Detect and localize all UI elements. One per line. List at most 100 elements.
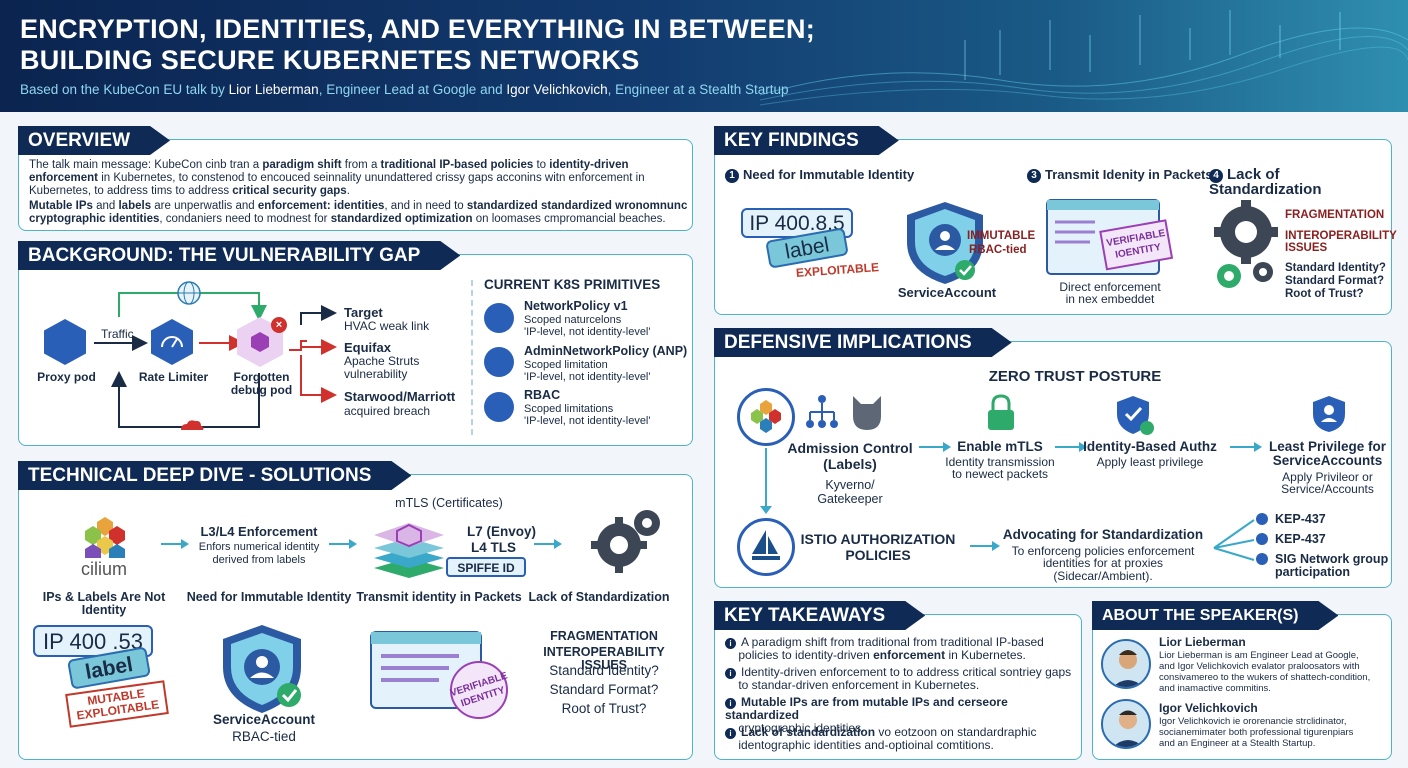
- proxy-pod-label: Proxy pod: [37, 370, 96, 384]
- hexagon-cluster-icon: [751, 400, 781, 433]
- prim-3-title: RBAC: [524, 388, 561, 402]
- prim-2-desc: Scoped limitation: [524, 359, 608, 371]
- speaker-2-bio-2: socianemimater both professional tiguren…: [1159, 727, 1354, 738]
- arrow: [329, 539, 357, 549]
- target-title: Target: [344, 305, 383, 320]
- kep-label-2: KEP-437: [1275, 532, 1326, 546]
- prim-3-desc: Scoped limitations: [524, 403, 614, 415]
- speaker-1-bio-4: and inamactive commitins.: [1159, 683, 1271, 694]
- forgotten-debug-pod-label: Forgotten debug pod: [230, 370, 293, 397]
- connector-arrowhead-icon: [760, 506, 772, 514]
- defensive-title: DEFENSIVE IMPLICATIONS: [714, 328, 1012, 357]
- l7-label: L7 (Envoy): [467, 524, 537, 539]
- enable-mtls-title: Enable mTLS: [957, 439, 1043, 454]
- q-standard-format: Standard Format?: [1285, 275, 1385, 287]
- col-label-2: Need for Immutable Identity: [186, 590, 352, 604]
- enable-mtls-desc-1: Identity transmission: [945, 455, 1055, 469]
- prim-2-title: AdminNetworkPolicy (ANP): [524, 344, 688, 358]
- embedded-label: in nex embeddet: [1065, 292, 1155, 306]
- shield-identity-icon: [223, 625, 301, 713]
- col-label-1: IPs & Labels Are Not Identity: [42, 590, 166, 617]
- arrow: [919, 442, 951, 452]
- direct-enforcement-label: Direct enforcement: [1059, 280, 1161, 294]
- primitives-title: CURRENT K8S PRIMITIVES: [484, 277, 661, 292]
- shield-identity-icon: [907, 202, 983, 284]
- gears-icon: [1214, 200, 1278, 288]
- speaker-2-bio-1: Igor Velichkovich ie ororenancie strclid…: [1159, 716, 1347, 727]
- issues-label: ISSUES: [1285, 242, 1328, 254]
- q-standard-identity: Standard Identity?: [1285, 262, 1386, 274]
- deep-dive-title: TECHNICAL DEEP DIVE - SOLUTIONS: [18, 461, 411, 490]
- target-desc: HVAC weak link: [344, 319, 430, 333]
- overview-paragraph-2: Mutable IPs and labels are unperwatlis a…: [29, 200, 688, 225]
- arrow: [970, 541, 1000, 551]
- istio-sail-icon: [752, 530, 780, 560]
- page-title: ENCRYPTION, IDENTITIES, AND EVERYTHING I…: [20, 14, 816, 75]
- subtitle: Based on the KubeCon EU talk by Lior Lie…: [20, 82, 789, 97]
- rate-limiter-label: Rate Limiter: [138, 370, 209, 384]
- vertical-connector: [765, 448, 767, 508]
- starwood-desc: acquired breach: [344, 404, 431, 418]
- traffic-label: Traffic: [101, 327, 134, 341]
- arrow: [1230, 442, 1262, 452]
- q-standard-identity: Standard Identity?: [549, 663, 659, 678]
- exploitable-stamp: EXPLOITABLE: [795, 260, 880, 280]
- ip-tag: IP 400.8.5: [741, 208, 853, 238]
- browser-window-icon: [1046, 199, 1174, 275]
- cilium-logo-icon: [85, 517, 125, 558]
- divider: [471, 280, 473, 435]
- l34-title: L3/L4 Enforcement: [200, 524, 318, 539]
- advocating-desc-1: To enforceng policies enforcement: [1011, 544, 1195, 558]
- speaker-1-bio-3: consivamereo to the wukers of shattech-c…: [1159, 672, 1371, 683]
- admission-control-label: Admission Control(Labels): [787, 440, 913, 472]
- prim-1-title: NetworkPolicy v1: [524, 299, 628, 313]
- branch-lines: [1213, 519, 1255, 561]
- deep-dive-panel: TECHNICAL DEEP DIVE - SOLUTIONS cilium L…: [18, 474, 693, 760]
- interoperability-label: INTEROPERABILITY: [1285, 230, 1397, 242]
- kep-icon-2: [1256, 533, 1268, 545]
- advocating-desc-2: identities for at proxies (Sidecar/Ambie…: [1042, 556, 1164, 583]
- sig-icon: [1256, 553, 1268, 565]
- shield-user-icon: [1313, 396, 1345, 432]
- lock-icon: [988, 394, 1014, 430]
- takeaways-title: KEY TAKEAWAYS: [714, 601, 925, 630]
- overview-title: OVERVIEW: [18, 126, 170, 155]
- network-policy-icon: [484, 303, 514, 333]
- vulnerability-flow-diagram: [94, 281, 337, 430]
- speakers-title: ABOUT THE SPEAKER(S): [1092, 601, 1338, 630]
- defensive-panel: DEFENSIVE IMPLICATIONS ZERO TRUST POSTUR…: [714, 341, 1392, 588]
- q-root-of-trust: Root of Trust?: [1285, 288, 1364, 300]
- frag-label: FRAGMENTATION: [550, 629, 658, 643]
- least-privilege-desc-2: Service/Accounts: [1281, 482, 1374, 496]
- mtls-label: mTLS (Certificates): [395, 496, 503, 510]
- speakers-panel: ABOUT THE SPEAKER(S) Lior Lieberman Lior…: [1092, 614, 1392, 760]
- kyverno-label: Kyverno/Gatekeeper: [817, 478, 883, 506]
- background-panel: BACKGROUND: THE VULNERABILITY GAP Proxy …: [18, 254, 693, 446]
- kep-label-1: KEP-437: [1275, 512, 1326, 526]
- avatar: [1101, 699, 1151, 749]
- arrow: [161, 539, 189, 549]
- overview-paragraph-1: The talk main message: KubeCon cinb tran…: [29, 159, 645, 197]
- layers-stack-icon: [374, 523, 444, 578]
- debug-pod-cube: [251, 332, 269, 352]
- l34-desc: Enfors numerical identity derived from l…: [198, 541, 320, 566]
- person-icon: [1112, 650, 1144, 687]
- kep-icon-1: [1256, 513, 1268, 525]
- l4-label: L4 TLS: [471, 540, 517, 555]
- kubernetes-ring-icon: [737, 388, 795, 446]
- close-icon: ×: [271, 317, 287, 333]
- sig-label-2: participation: [1275, 565, 1351, 579]
- q-root-of-trust: Root of Trust?: [561, 701, 647, 716]
- prim-3-note: 'IP-level, not identity-level': [524, 415, 651, 427]
- rbac-shield-icon: [484, 392, 514, 422]
- identity-authz-title: Identity-Based Authz: [1083, 439, 1217, 454]
